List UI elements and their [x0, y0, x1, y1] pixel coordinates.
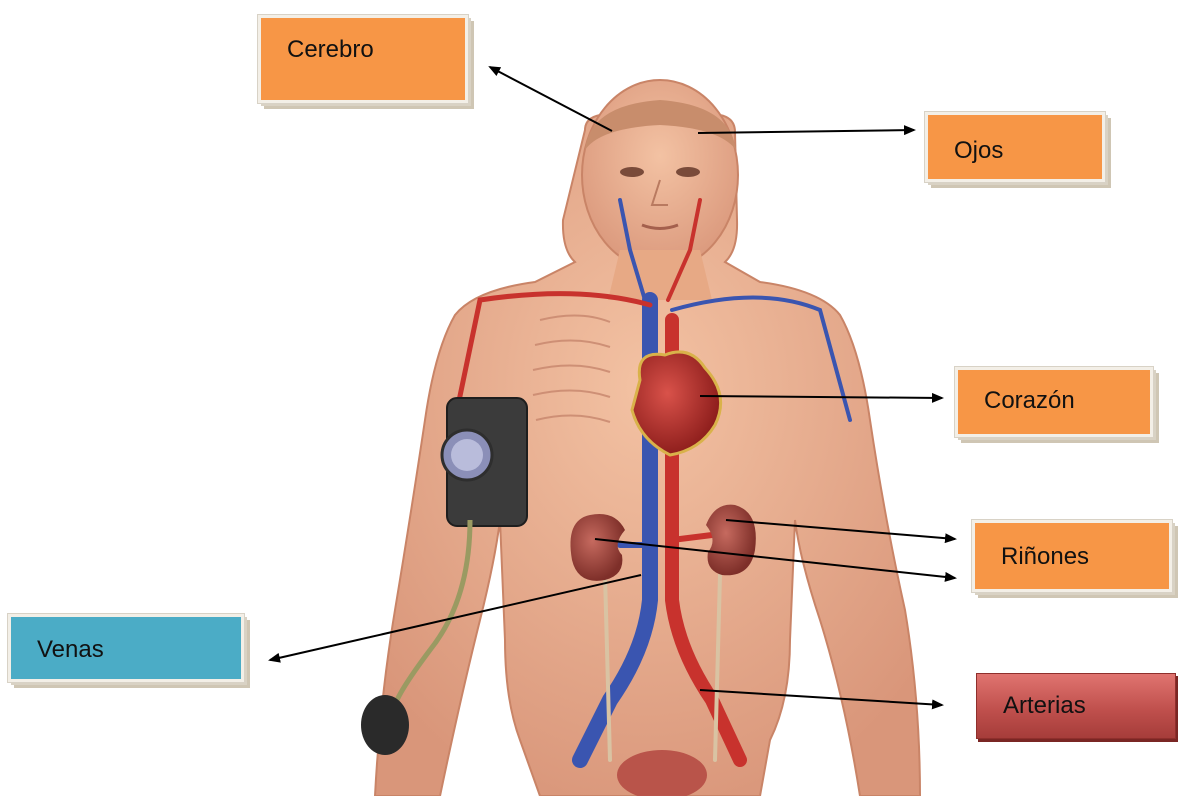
label-rinones: Riñones — [972, 520, 1172, 592]
label-ojos: Ojos — [925, 112, 1105, 182]
inflation-bulb-icon — [361, 695, 409, 755]
label-corazon: Corazón — [955, 367, 1153, 437]
label-cerebro: Cerebro — [258, 15, 468, 103]
kidney-left — [570, 514, 625, 581]
label-arterias: Arterias — [976, 673, 1176, 739]
eye-right — [676, 167, 700, 177]
arrow-cerebro — [490, 67, 612, 131]
neck — [608, 250, 712, 300]
kidney-right — [706, 505, 756, 576]
label-venas: Venas — [8, 614, 244, 682]
eye-left — [620, 167, 644, 177]
